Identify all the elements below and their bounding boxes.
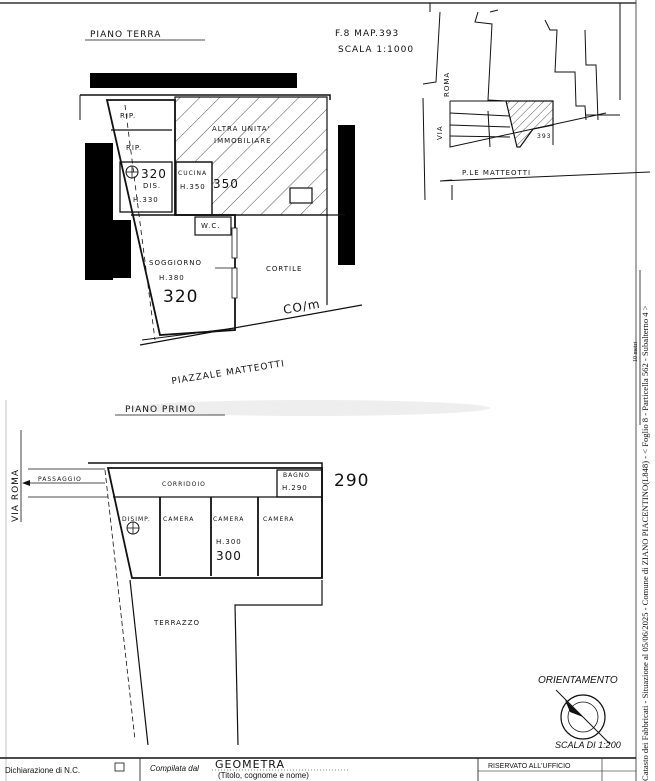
street-label: PIAZZALE MATTEOTTI bbox=[171, 359, 286, 387]
map-scale: SCALA 1:1000 bbox=[338, 45, 414, 55]
height-code: 320 bbox=[141, 167, 167, 181]
map-street-label: ROMA bbox=[443, 72, 451, 97]
first-floor-plan: PIANO PRIMO VIA ROMA PASSAGGIO CORRIDOIO… bbox=[11, 405, 369, 746]
declaration-label: Dichiarazione di N.C. bbox=[5, 766, 80, 775]
map-street-label: VIA bbox=[436, 125, 444, 140]
compiler-value: GEOMETRA bbox=[215, 758, 285, 771]
redaction-bar bbox=[90, 73, 297, 88]
room-label-other-unit: ALTRA UNITA' bbox=[212, 125, 270, 133]
room-label-soggiorno: SOGGIORNO bbox=[149, 259, 202, 267]
reserved-office-label: RISERVATO ALL'UFFICIO bbox=[488, 763, 571, 770]
redaction-bar bbox=[85, 143, 113, 280]
height-code: 300 bbox=[216, 549, 242, 563]
height-code: 290 bbox=[334, 471, 369, 491]
room-height: H.300 bbox=[216, 538, 242, 546]
room-height: H.290 bbox=[282, 484, 308, 492]
first-floor-title: PIANO PRIMO bbox=[125, 405, 196, 415]
orientation-label: ORIENTAMENTO bbox=[538, 675, 618, 686]
scan-smudge bbox=[130, 400, 490, 416]
compass-icon bbox=[560, 694, 606, 740]
room-height: H.330 bbox=[133, 196, 159, 204]
room-label-other-unit: IMMOBILIARE bbox=[214, 137, 272, 145]
ground-floor-plan: PIANO TERRA F.8 MAP.393 SCALA 1:1000 RIP… bbox=[79, 29, 414, 387]
compiled-by-label: Compilata dal bbox=[150, 764, 199, 773]
map-parcel-number: 393 bbox=[537, 133, 551, 140]
room-label-camera: CAMERA bbox=[213, 516, 244, 523]
room-height: H.380 bbox=[159, 274, 185, 282]
room-label-camera: CAMERA bbox=[263, 516, 294, 523]
area-label-com: CO/m bbox=[282, 297, 321, 317]
room-label-corridoio: CORRIDOIO bbox=[162, 481, 206, 488]
area-label-terrazzo: TERRAZZO bbox=[153, 619, 200, 627]
scale-bar-label: 10 metri bbox=[633, 342, 639, 362]
parcel-hatched bbox=[505, 100, 554, 148]
map-square-label: P.LE MATTEOTTI bbox=[462, 169, 531, 177]
side-note: Catasto dei Fabbricati - Situazione al 0… bbox=[633, 270, 650, 781]
height-code: 320 bbox=[163, 287, 198, 307]
declaration-checkbox[interactable] bbox=[114, 762, 125, 772]
cadastral-reference: Catasto dei Fabbricati - Situazione al 0… bbox=[640, 305, 650, 781]
compiler-hint: (Titolo, cognome e nome) bbox=[218, 771, 309, 780]
room-label-wc: W.C. bbox=[201, 222, 220, 230]
footer-form: Dichiarazione di N.C. Compilata dal GEOM… bbox=[0, 757, 636, 781]
room-label-rip: RIP. bbox=[126, 144, 142, 152]
room-label-dis: DIS. bbox=[143, 182, 161, 190]
room-label-cucina: CUCINA bbox=[178, 170, 207, 177]
height-code: 350 bbox=[213, 177, 239, 191]
room-label-disimp: DISIMP. bbox=[122, 516, 151, 523]
room-height: H.350 bbox=[180, 183, 206, 191]
room-label-bagno: BAGNO bbox=[283, 472, 310, 479]
ground-floor-title: PIANO TERRA bbox=[90, 30, 161, 40]
redaction-bar bbox=[338, 125, 355, 265]
room-label-camera: CAMERA bbox=[163, 516, 194, 523]
location-map bbox=[422, 3, 651, 201]
first-floor-outline bbox=[106, 467, 323, 579]
map-reference: F.8 MAP.393 bbox=[335, 29, 399, 39]
passage-label: PASSAGGIO bbox=[38, 476, 82, 483]
street-label-via-roma: VIA ROMA bbox=[11, 469, 21, 522]
drawing-scale: SCALA DI 1:200 bbox=[555, 740, 621, 750]
area-label-cortile: CORTILE bbox=[266, 265, 302, 273]
orientation-block: ORIENTAMENTO SCALA DI 1:200 bbox=[538, 675, 621, 750]
room-label-rip: RIP. bbox=[120, 112, 136, 120]
redaction-bar bbox=[113, 220, 131, 278]
